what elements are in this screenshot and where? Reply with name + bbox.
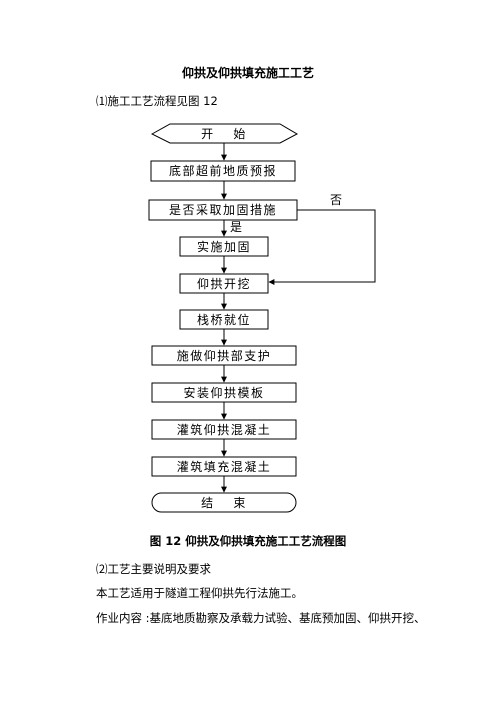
flow-step-7: 灌筑仰拱混凝土	[151, 419, 297, 440]
flow-start-label: 开 始	[201, 127, 247, 141]
flow-step-5: 施做仰拱部支护	[151, 345, 297, 366]
flow-step-3: 仰拱开挖	[179, 273, 269, 294]
flow-step-6: 安装仰拱模板	[151, 382, 297, 403]
paragraph-2: 作业内容 :基底地质勘察及承载力试验、基底预加固、仰拱开挖、	[96, 611, 426, 625]
paragraph-1: 本工艺适用于隧道工程仰拱先行法施工。	[96, 586, 303, 600]
svg-text:是否采取加固措施: 是否采取加固措施	[169, 203, 277, 217]
section-heading-2: ⑵工艺主要说明及要求	[96, 562, 211, 576]
section-heading-1: ⑴施工工艺流程见图 12	[96, 94, 218, 108]
flow-decision: 是否采取加固措施	[148, 199, 298, 221]
flow-step-1: 底部超前地质预报	[150, 160, 296, 182]
flow-start-node: 开 始	[150, 123, 299, 144]
svg-text:仰拱开挖: 仰拱开挖	[197, 276, 251, 291]
flow-step-8: 灌筑填充混凝土	[151, 456, 297, 477]
flow-step-4: 栈桥就位	[179, 309, 269, 330]
svg-text:底部超前地质预报: 底部超前地质预报	[169, 163, 277, 178]
flow-end-label: 结 束	[201, 496, 247, 510]
svg-text:灌筑仰拱混凝土: 灌筑仰拱混凝土	[177, 422, 272, 437]
svg-text:实施加固: 实施加固	[197, 239, 251, 254]
flow-end-node: 结 束	[151, 492, 297, 513]
arrow-no-branch	[268, 209, 376, 285]
figure-caption: 图 12 仰拱及仰拱填充施工工艺流程图	[149, 534, 347, 548]
flow-step-2: 实施加固	[179, 236, 269, 257]
svg-text:栈桥就位: 栈桥就位	[197, 312, 251, 327]
svg-text:灌筑填充混凝土: 灌筑填充混凝土	[177, 459, 272, 474]
yes-label: 是	[230, 220, 244, 234]
svg-text:施做仰拱部支护: 施做仰拱部支护	[177, 348, 272, 363]
svg-text:安装仰拱模板: 安装仰拱模板	[183, 385, 264, 400]
no-label: 否	[330, 193, 344, 207]
document-title: 仰拱及仰拱填充施工工艺	[181, 66, 314, 80]
